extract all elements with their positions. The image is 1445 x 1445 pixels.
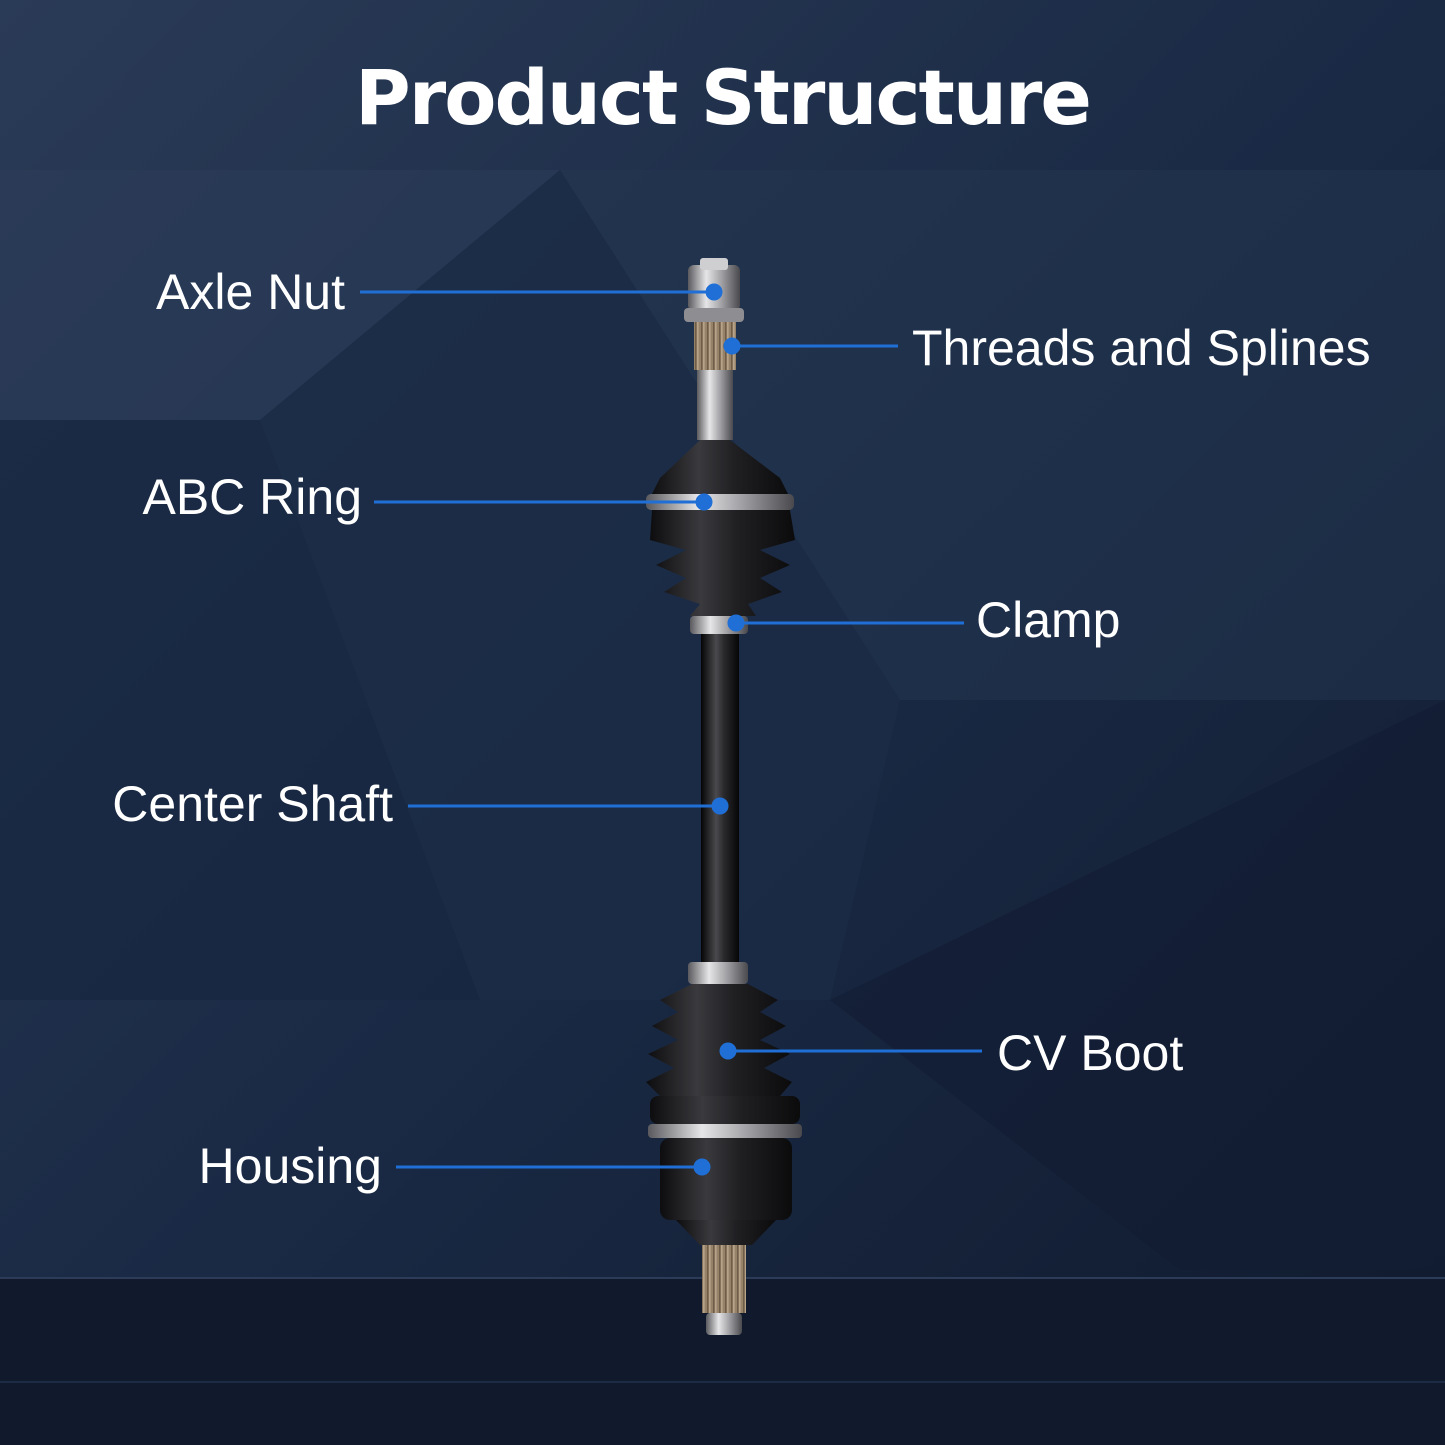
- leader-dot-cv-boot: [719, 1042, 737, 1060]
- leader-dot-housing: [693, 1158, 711, 1176]
- housing-body: [660, 1138, 792, 1220]
- outer-cv-boot: [650, 510, 795, 616]
- background-facet: [830, 700, 1445, 1270]
- inner-clamp: [688, 962, 748, 984]
- leader-dot-axle-nut: [705, 283, 723, 301]
- background-facet: [0, 170, 560, 420]
- leader-dot-clamp: [727, 614, 745, 632]
- label-threads-and-splines: Threads and Splines: [912, 320, 1371, 376]
- stub-shaft: [697, 370, 733, 440]
- leader-dot-center-shaft: [711, 797, 729, 815]
- housing-neck: [676, 1220, 776, 1245]
- label-axle-nut: Axle Nut: [156, 264, 345, 320]
- label-abc-ring: ABC Ring: [142, 469, 362, 525]
- cv-axle-illustration: [646, 258, 802, 1335]
- inner-splines: [702, 1245, 746, 1313]
- leader-dot-threads: [723, 337, 741, 355]
- page-title: Product Structure: [355, 53, 1092, 142]
- label-cv-boot: CV Boot: [997, 1025, 1184, 1081]
- label-center-shaft: Center Shaft: [112, 776, 393, 832]
- leader-dot-abc-ring: [695, 493, 713, 511]
- label-housing: Housing: [198, 1138, 382, 1194]
- axle-nut-top: [700, 258, 728, 270]
- background-facet: [260, 170, 900, 1000]
- abc-ring-part: [646, 494, 794, 510]
- outer-joint: [650, 440, 790, 498]
- leader-lines: [360, 283, 982, 1176]
- background-facet: [0, 420, 480, 1000]
- housing-part: [650, 1096, 800, 1124]
- axle-nut-washer: [684, 308, 744, 322]
- background-facet: [560, 170, 1445, 700]
- cv-boot-part: [646, 984, 792, 1096]
- inner-stub-tip: [706, 1313, 742, 1335]
- label-clamp: Clamp: [976, 592, 1121, 648]
- housing-ring: [648, 1124, 802, 1138]
